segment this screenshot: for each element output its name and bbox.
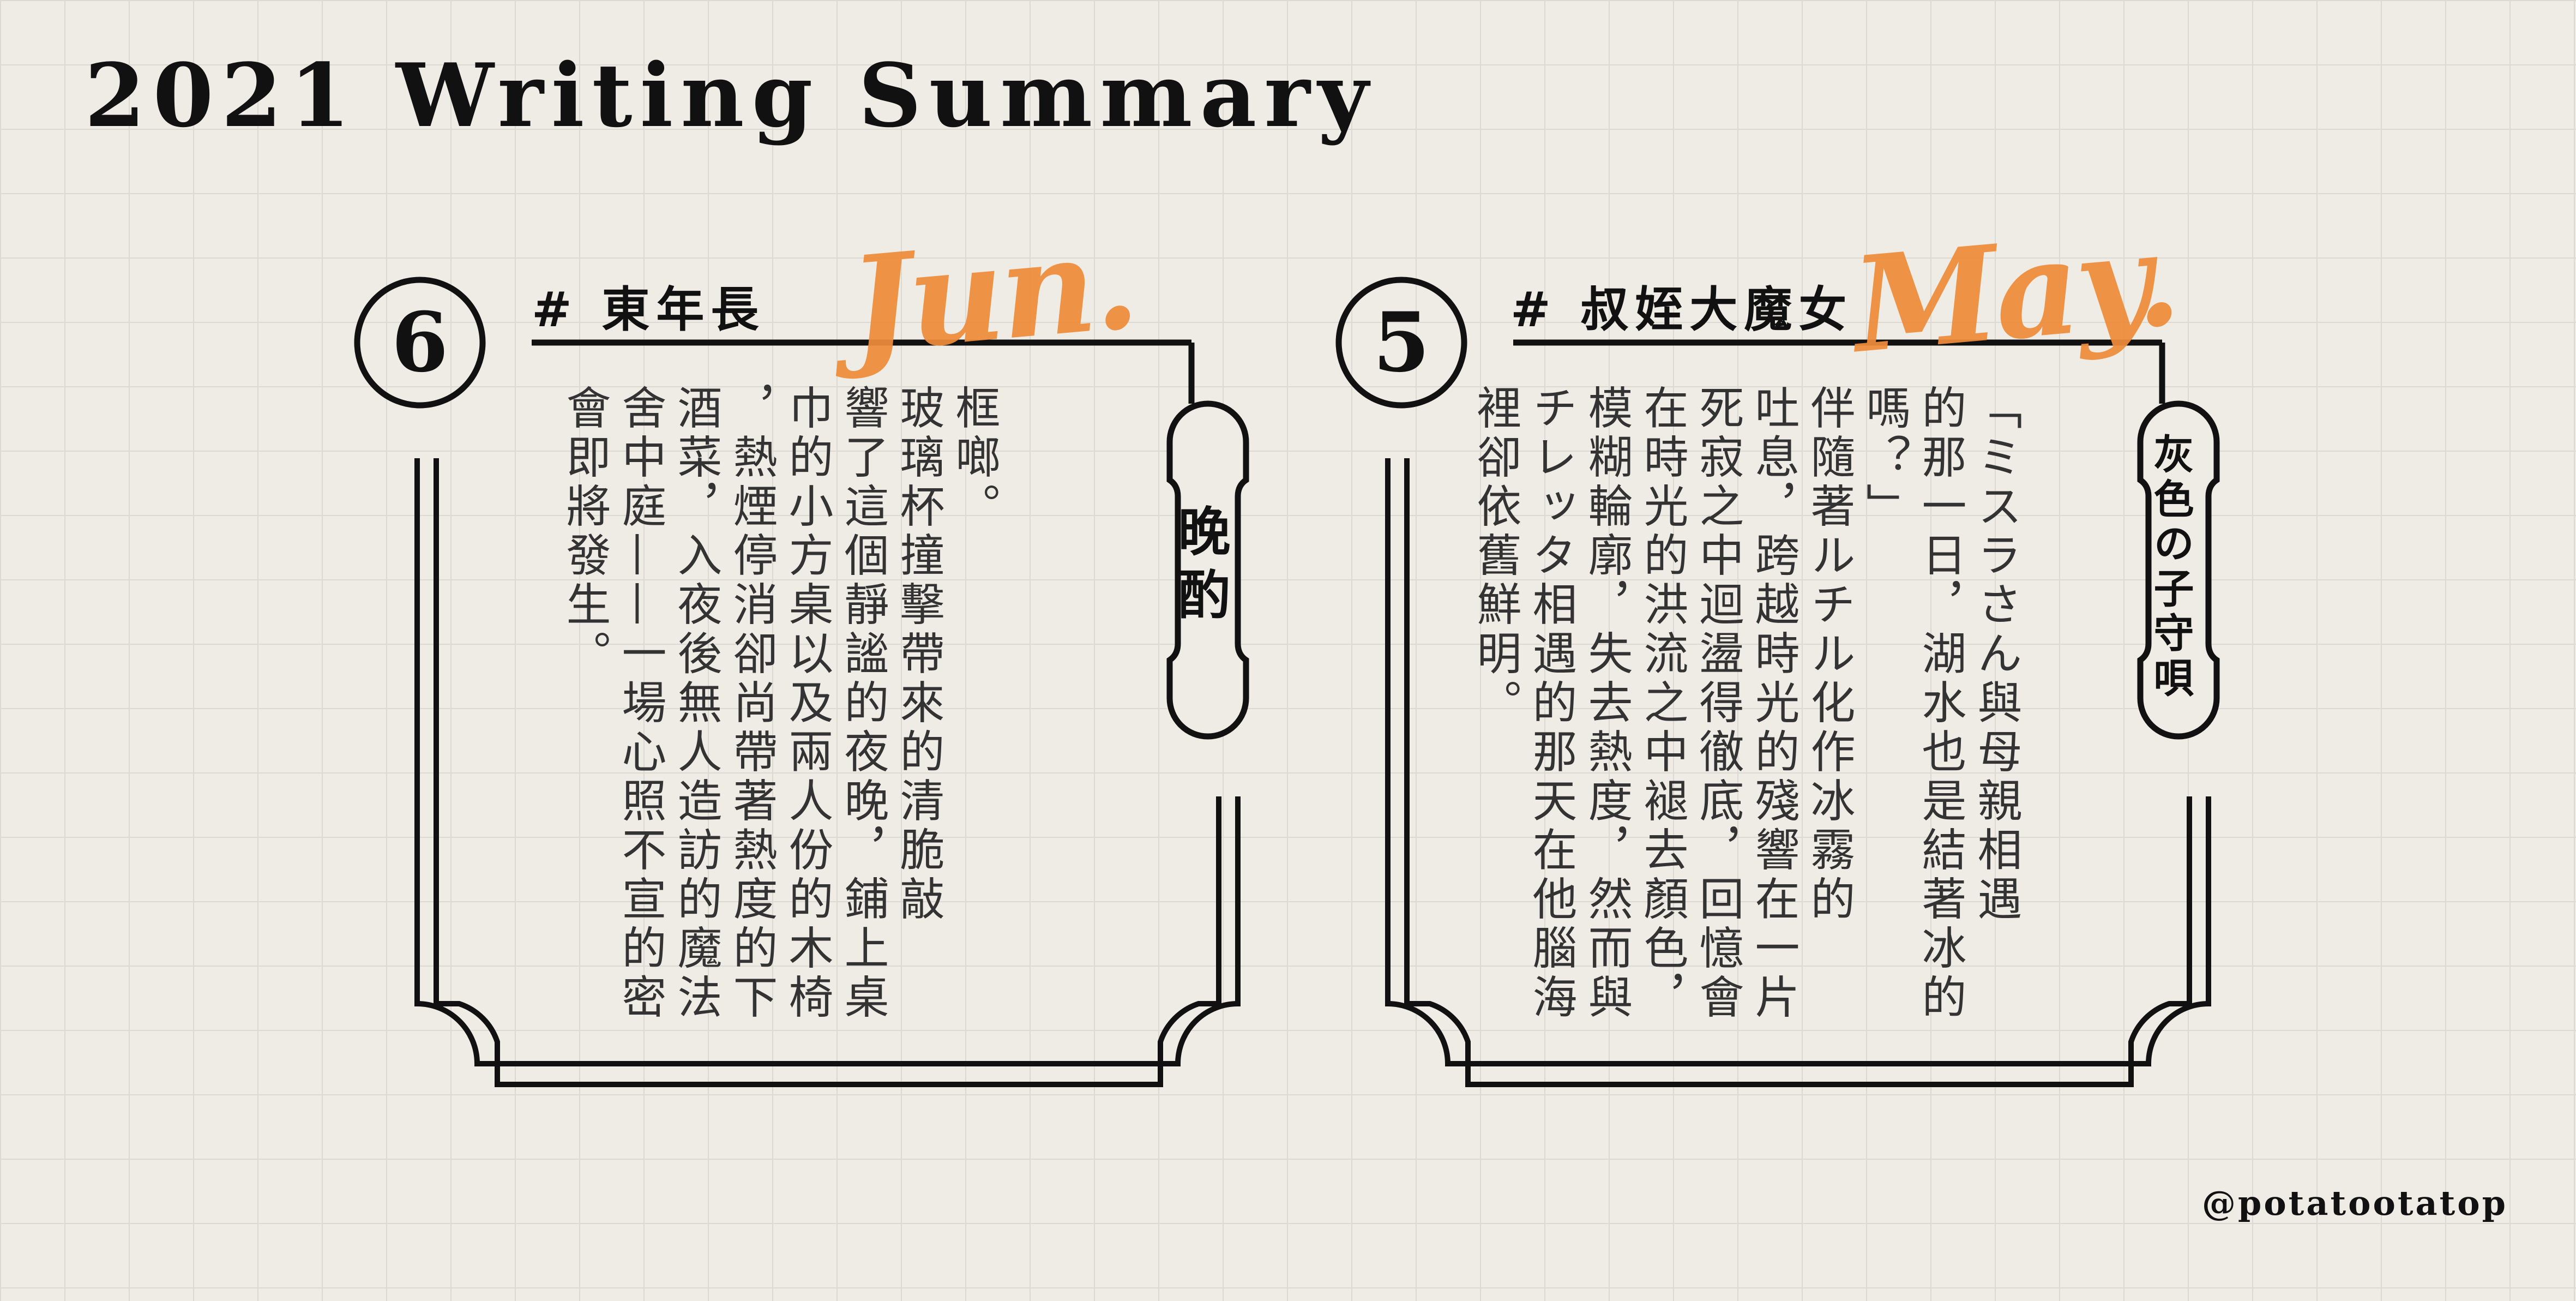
card-hashtag-title: # 叔姪大魔女 xyxy=(1510,281,1853,338)
summary-card-may: 5 # 叔姪大魔女 May. 灰色の子守唄 「ミスラさん與母親相遇 的那一日，湖… xyxy=(1309,201,2236,1113)
story-excerpt: 「ミスラさん與母親相遇 的那一日，湖水也是結著冰的 嗎？」 伴隨著ルチル化作冰霧… xyxy=(1469,385,2021,1023)
episode-number-badge: 6 xyxy=(391,295,449,391)
author-handle: @potatootatop xyxy=(2201,1183,2508,1223)
summary-card-june: 6 # 東年長 Jun. 晚酌 框啷。 玻璃杯撞擊帶來的清脆敲 響了這個靜謐的夜… xyxy=(338,204,1265,1113)
card-hashtag-title: # 東年長 xyxy=(532,281,766,338)
story-excerpt: 框啷。 玻璃杯撞擊帶來的清脆敲 響了這個靜謐的夜晚，鋪上桌 巾的小方桌以及兩人份… xyxy=(558,385,1000,1023)
episode-number-badge: 5 xyxy=(1373,295,1430,391)
page-title: 2021 Writing Summary xyxy=(85,44,1376,147)
story-title-label: 灰色の子守唄 xyxy=(2147,433,2194,702)
ornate-frame xyxy=(1335,277,2220,1087)
story-title-label: 晚酌 xyxy=(1169,504,1230,631)
month-script: May. xyxy=(1847,201,2183,382)
ornate-frame xyxy=(354,277,1249,1087)
month-script: Jun. xyxy=(844,204,1141,382)
